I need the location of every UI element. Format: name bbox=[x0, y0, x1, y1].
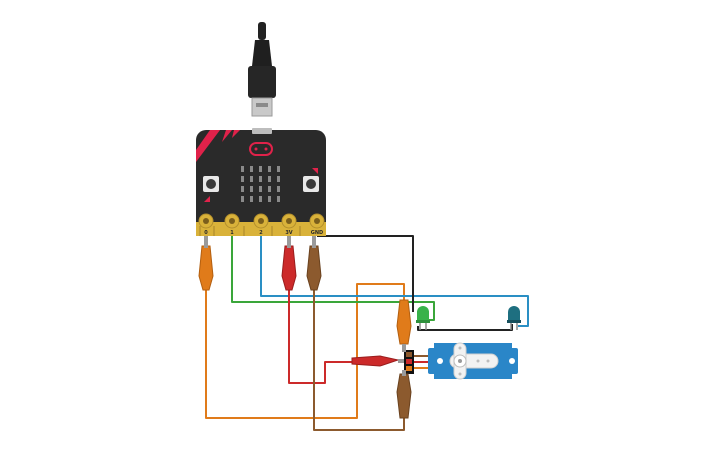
pin-label-3v: 3V bbox=[285, 230, 292, 236]
wire-black-gnd[interactable] bbox=[317, 235, 414, 312]
clip-3v-red[interactable] bbox=[281, 236, 297, 291]
clip-servo-ground-brown[interactable] bbox=[396, 370, 412, 419]
clip-pin0-orange[interactable] bbox=[198, 236, 214, 291]
usb-cable[interactable] bbox=[248, 22, 276, 117]
microbit-board[interactable]: 0 1 2 3V GND bbox=[196, 128, 326, 236]
pin-label-0: 0 bbox=[204, 230, 208, 236]
led-blue[interactable] bbox=[507, 306, 521, 330]
pin-label-1: 1 bbox=[230, 230, 234, 236]
wire-red-3v[interactable] bbox=[288, 290, 352, 384]
pin-label-gnd: GND bbox=[311, 230, 323, 236]
pin-label-2: 2 bbox=[259, 230, 263, 236]
servo-horn[interactable] bbox=[449, 342, 499, 380]
wire-green-pin1[interactable] bbox=[231, 232, 435, 321]
led-green[interactable] bbox=[416, 306, 430, 330]
button-a[interactable] bbox=[203, 176, 219, 192]
button-b[interactable] bbox=[303, 176, 319, 192]
clip-gnd-brown[interactable] bbox=[306, 236, 322, 291]
led-matrix bbox=[241, 166, 280, 202]
wires bbox=[205, 232, 529, 431]
clip-servo-signal-orange[interactable] bbox=[396, 299, 412, 352]
wire-blue-pin2[interactable] bbox=[260, 232, 529, 327]
servo-motor[interactable] bbox=[404, 342, 518, 380]
wire-black-led-ground[interactable] bbox=[417, 324, 513, 331]
wire-orange-pin0[interactable] bbox=[205, 283, 405, 419]
wire-brown-gnd[interactable] bbox=[313, 290, 405, 431]
clip-servo-power-red[interactable] bbox=[351, 355, 404, 367]
